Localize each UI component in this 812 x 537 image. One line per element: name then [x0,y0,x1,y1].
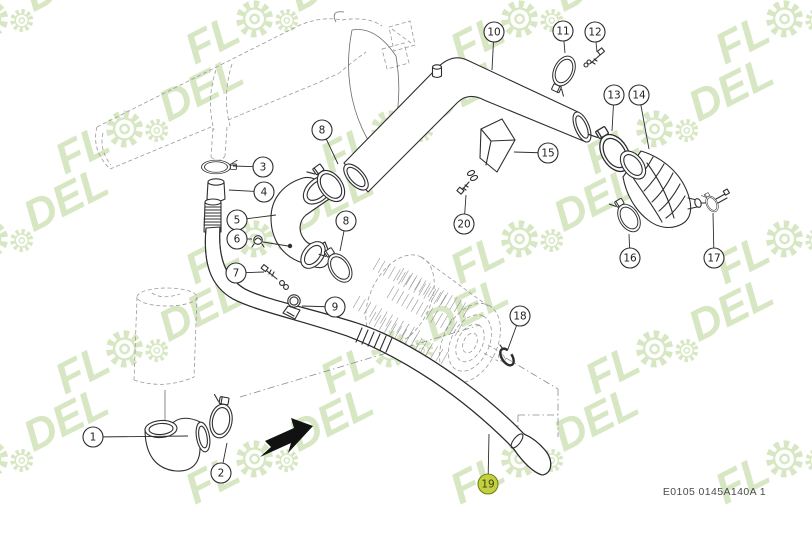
callout-8[interactable]: 8 [311,119,333,141]
part-clip-18 [499,344,515,367]
svg-text:11: 11 [556,26,569,38]
callout-14[interactable]: 14 [628,84,650,106]
svg-text:14: 14 [632,90,646,102]
svg-text:10: 10 [487,27,500,39]
svg-text:20: 20 [457,219,470,231]
part-nut-6 [251,235,289,248]
svg-text:18: 18 [513,311,526,323]
callout-13[interactable]: 13 [603,84,625,106]
callout-9[interactable]: 9 [324,296,346,318]
callout-16[interactable]: 16 [619,247,641,269]
callout-11[interactable]: 11 [552,20,574,42]
part-bracket-15 [479,118,516,173]
part-screw-7 [260,264,289,290]
svg-text:12: 12 [588,27,601,39]
part-clamp-3 [201,159,238,175]
callout-2[interactable]: 2 [210,462,232,484]
callout-8[interactable]: 8 [335,210,357,232]
callout-18[interactable]: 18 [509,305,531,327]
part-clamp-11 [544,52,581,97]
svg-text:5: 5 [234,215,241,227]
alignment-lines [239,324,559,456]
callout-6[interactable]: 6 [226,228,248,250]
svg-text:8: 8 [319,125,326,137]
svg-text:13: 13 [607,90,620,102]
part-screw-12 [583,47,606,68]
svg-text:7: 7 [233,268,240,280]
callout-5[interactable]: 5 [226,209,248,231]
part-ribbed-tube [203,198,222,233]
part-adapter-4 [206,178,226,203]
svg-text:1: 1 [90,432,97,444]
callout-4[interactable]: 4 [253,181,275,203]
drawing-number: E0105 0145A140A 1 [662,486,766,498]
callout-12[interactable]: 12 [584,21,606,43]
part-pipe-clip-9 [282,294,301,320]
svg-text:15: 15 [541,148,554,160]
callout-1[interactable]: 1 [82,426,104,448]
direction-arrow [260,418,313,457]
part-corrugated-elbow-14 [619,150,707,229]
svg-text:16: 16 [623,253,637,265]
part-intake-elbow-1 [144,417,211,472]
svg-text:6: 6 [234,234,241,246]
part-clamp-2 [206,393,237,441]
part-screw-20 [456,169,479,195]
callout-7[interactable]: 7 [225,262,247,284]
svg-text:4: 4 [261,187,268,199]
callout-17[interactable]: 17 [703,247,725,269]
svg-text:3: 3 [260,162,267,174]
filter-canister-reference [133,287,198,422]
callout-3[interactable]: 3 [252,156,274,178]
air-cleaner-cartridge-reference [352,254,506,383]
svg-text:8: 8 [343,216,350,228]
callout-15[interactable]: 15 [537,142,559,164]
svg-text:19: 19 [481,479,494,491]
svg-text:17: 17 [707,253,720,265]
svg-text:9: 9 [332,302,339,314]
callout-20[interactable]: 20 [453,213,475,235]
part-elbow-5 [270,175,334,269]
watermark-layer [0,0,812,515]
callout-10[interactable]: 10 [483,21,505,43]
svg-text:2: 2 [218,468,225,480]
part-air-pipe-10 [343,57,592,193]
callout-19[interactable]: 19 [477,473,499,495]
part-fitting-17 [701,188,730,215]
